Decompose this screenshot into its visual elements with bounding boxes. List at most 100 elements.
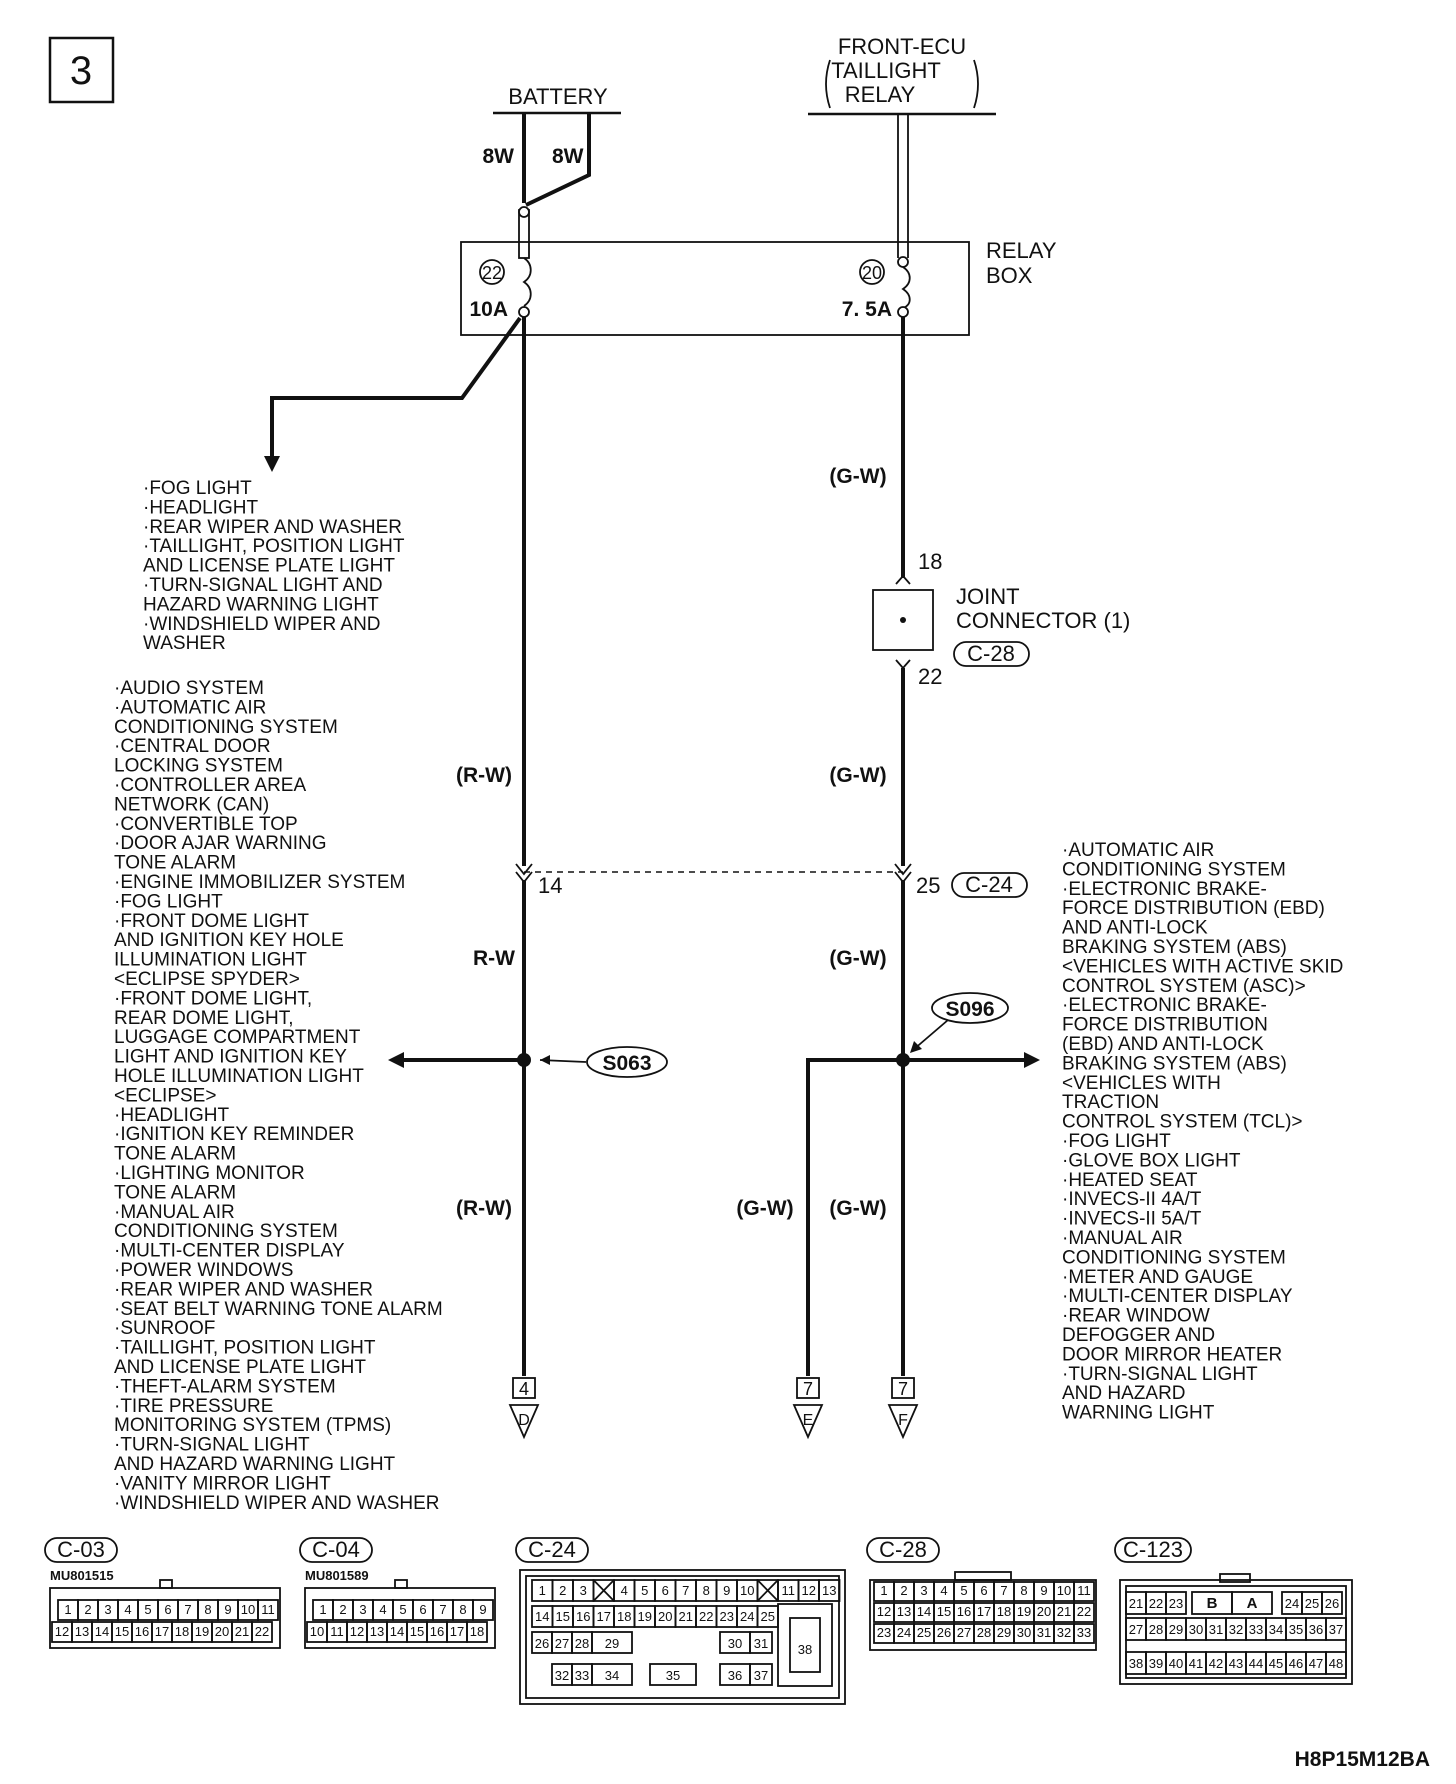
connector-pin-label: 4 [379, 1602, 386, 1617]
connector-pin-label: 20 [1037, 1604, 1051, 1619]
list-item: ·MULTI-CENTER DISPLAY [1062, 1286, 1293, 1307]
connector-pin-label: 28 [575, 1636, 589, 1651]
connector-pin-label: 43 [1229, 1656, 1243, 1671]
connector-pin-label: 3 [104, 1602, 111, 1617]
list-item: ·FOG LIGHT [114, 891, 223, 912]
svg-text:MU801589: MU801589 [305, 1568, 369, 1583]
list-item: AND LICENSE PLATE LIGHT [114, 1357, 366, 1378]
connector-pin-label: 33 [1077, 1625, 1091, 1640]
wire-color-gw-2: (G-W) [829, 764, 886, 787]
connector-pin-label: 30 [1189, 1622, 1203, 1637]
connector-pin [1165, 1591, 1187, 1615]
connector-pin-label: 33 [1249, 1622, 1263, 1637]
connector-pin-label: 37 [1329, 1622, 1343, 1637]
list-item: CONDITIONING SYSTEM [114, 717, 338, 738]
splice-s063-label: S063 [602, 1052, 651, 1075]
list-item: ·ENGINE IMMOBILIZER SYSTEM [114, 872, 405, 893]
connector-pin-label: 31 [754, 1636, 768, 1651]
connector-pin-label: 15 [937, 1604, 951, 1619]
terminal-d: 4 D [508, 1377, 540, 1440]
connector-pin-label: 44 [1249, 1656, 1263, 1671]
connector-pin-label: 24 [740, 1609, 754, 1624]
splice-s096-label: S096 [945, 998, 994, 1021]
connector-pin-label: 4 [940, 1583, 947, 1598]
connector-pin-label: 11 [782, 1583, 796, 1598]
connector-pin-label: 9 [479, 1602, 486, 1617]
list-item: WARNING LIGHT [1062, 1403, 1215, 1424]
list-item: FORCE DISTRIBUTION [1062, 1015, 1268, 1036]
list-item: TONE ALARM [114, 853, 236, 874]
list-item: LOCKING SYSTEM [114, 756, 283, 777]
list-item: ·MANUAL AIR [114, 1202, 235, 1223]
connector-pin-label: 10 [740, 1583, 754, 1598]
connector-pin-label: 17 [155, 1624, 169, 1639]
connector-pin [591, 1663, 633, 1686]
connector-pin-label: 7 [439, 1602, 446, 1617]
connector-pin-label: 33 [575, 1668, 589, 1683]
connector-pin-label: 7 [682, 1583, 689, 1598]
svg-text:C-123: C-123 [1123, 1537, 1183, 1562]
list-item: NETWORK (CAN) [114, 794, 269, 815]
front-ecu-taillight: TAILLIGHT [831, 58, 941, 83]
connector-pin-label: 2 [559, 1583, 566, 1598]
list-item: DOOR MIRROR HEATER [1062, 1344, 1282, 1365]
list-item: ·HEATED SEAT [1062, 1170, 1198, 1191]
connector-pin-label: 6 [980, 1583, 987, 1598]
list-item: ·MANUAL AIR [1062, 1228, 1183, 1249]
connector-pin-label: 14 [390, 1624, 404, 1639]
connector-pin-label: 10 [310, 1624, 324, 1639]
connector-pin [257, 1599, 279, 1621]
connector-pin-label: 42 [1209, 1656, 1223, 1671]
relay-box-label: RELAY [986, 238, 1057, 263]
connector-pin-label: 3 [920, 1583, 927, 1598]
connector-pin-label: 19 [1017, 1604, 1031, 1619]
list-item: ·FOG LIGHT [143, 478, 252, 499]
connector-pin-label: 32 [1229, 1622, 1243, 1637]
lower-left-circuit-list: ·AUDIO SYSTEM·AUTOMATIC AIR CONDITIONING… [114, 678, 443, 1514]
list-item: ·ELECTRONIC BRAKE- [1062, 879, 1267, 900]
connector-pin-label: 16 [957, 1604, 971, 1619]
connector-pin-label: 1 [64, 1602, 71, 1617]
splice-s063-dot [517, 1053, 531, 1067]
connector-tag-c28 [953, 641, 1030, 667]
front-ecu-label: FRONT-ECU [838, 34, 966, 59]
connector-pin-label: 8 [204, 1602, 211, 1617]
connector-pin-label: 48 [1329, 1656, 1343, 1671]
connector-pin-label: 25 [917, 1625, 931, 1640]
list-item: ·INVECS-II 5A/T [1062, 1209, 1202, 1230]
connector-pin-label: 41 [1189, 1656, 1203, 1671]
list-item: TONE ALARM [114, 1182, 236, 1203]
page-number: 3 [70, 49, 92, 93]
list-item: ·VANITY MIRROR LIGHT [114, 1473, 331, 1494]
connector-pin-label: 8 [459, 1602, 466, 1617]
connector-pin-label: 22 [255, 1624, 269, 1639]
svg-text:4: 4 [519, 1379, 529, 1399]
connector-pin-label: 12 [350, 1624, 364, 1639]
list-item: HAZARD WARNING LIGHT [143, 594, 379, 615]
connector-pin-label: 12 [877, 1604, 891, 1619]
list-item: ·SEAT BELT WARNING TONE ALARM [114, 1299, 443, 1320]
list-item: DEFOGGER AND [1062, 1325, 1215, 1346]
connector-pin-label: 26 [1325, 1596, 1339, 1611]
connector-pin-label: 28 [1149, 1622, 1163, 1637]
connector-pin-label: 34 [605, 1668, 619, 1683]
connector-pin-label: 18 [470, 1624, 484, 1639]
connector-pin-label: 14 [917, 1604, 931, 1619]
list-item: ·SUNROOF [114, 1318, 215, 1339]
connector-pin-label: 31 [1037, 1625, 1051, 1640]
list-item: ·AUTOMATIC AIR [114, 697, 266, 718]
connector-pin [1073, 1602, 1095, 1623]
connector-pin-label: 40 [1169, 1656, 1183, 1671]
connector-pin-label: 5 [641, 1583, 648, 1598]
svg-text:7: 7 [803, 1379, 813, 1399]
connector-pin [1325, 1617, 1347, 1641]
list-item: ·CENTRAL DOOR [114, 736, 271, 757]
fuse-right-number: 20 [862, 263, 882, 283]
connector-pin [749, 1663, 773, 1686]
connector-pin-label: 3 [580, 1583, 587, 1598]
connector-pin-label: 5 [960, 1583, 967, 1598]
connector-pin-label: 36 [728, 1668, 742, 1683]
svg-text:C-28: C-28 [879, 1537, 927, 1562]
